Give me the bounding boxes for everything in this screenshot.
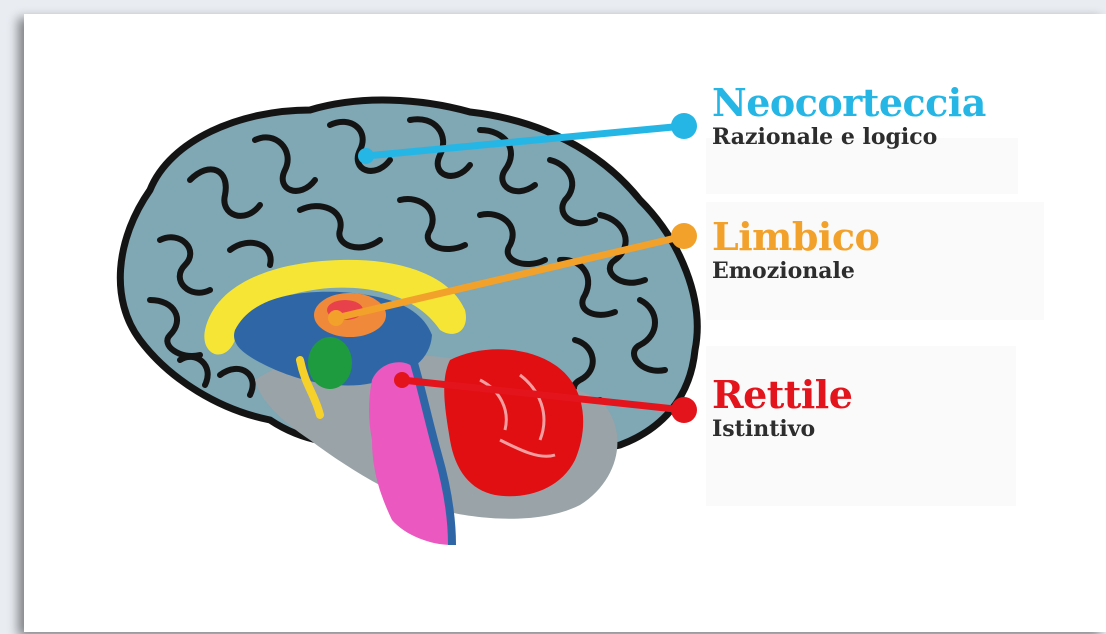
label-limbic-title: Limbico <box>712 216 879 258</box>
label-neocortex-subtitle: Razionale e logico <box>712 124 986 150</box>
label-reptile-title: Rettile <box>712 374 852 416</box>
label-limbic-subtitle: Emozionale <box>712 258 879 284</box>
label-reptile: Rettile Istintivo <box>712 374 852 442</box>
cerebellum-shape <box>444 349 583 496</box>
amygdala-shape <box>308 337 352 389</box>
label-neocortex-title: Neocorteccia <box>712 82 986 124</box>
label-reptile-subtitle: Istintivo <box>712 416 852 442</box>
label-limbic: Limbico Emozionale <box>712 216 879 284</box>
label-neocortex: Neocorteccia Razionale e logico <box>712 82 986 150</box>
